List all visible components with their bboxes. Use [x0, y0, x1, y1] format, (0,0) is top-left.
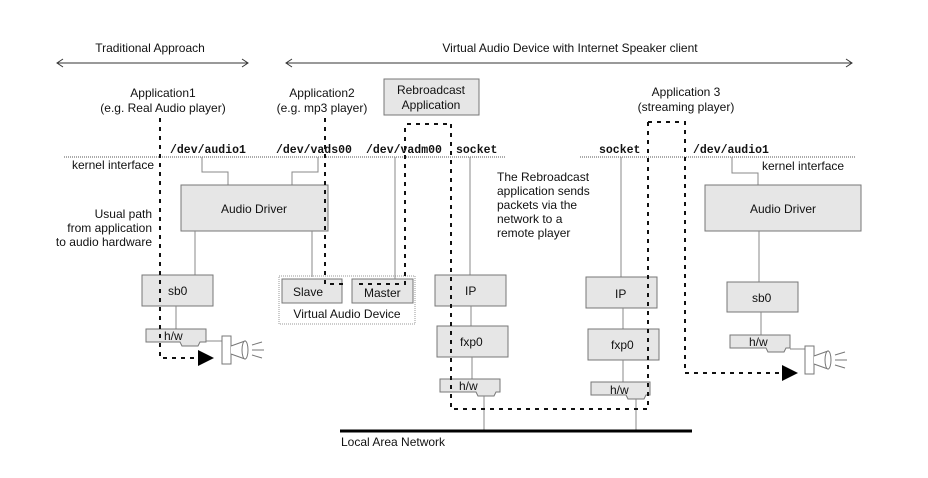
kernel-interface-label-left: kernel interface [72, 158, 154, 172]
usual-path-line3: to audio hardware [56, 235, 152, 249]
arrow-left-icon [56, 58, 64, 68]
application1-subtitle: (e.g. Real Audio player) [100, 101, 225, 115]
rebroadcast-note-line4: network to a [497, 212, 563, 226]
kernel-interface-label-right: kernel interface [762, 159, 844, 173]
path-network-transfer [450, 122, 649, 410]
dev-vadm00-label: /dev/vadm00 [366, 144, 442, 157]
application2-subtitle: (e.g. mp3 player) [277, 101, 368, 115]
sb0-right-label: sb0 [752, 291, 772, 305]
path-app3-to-speaker [648, 121, 798, 381]
fxp0-left-box: fxp0 [436, 325, 509, 358]
slave-label: Slave [293, 285, 323, 299]
hw-mid-left-label: h/w [459, 379, 478, 393]
dev-audio1-right-label: /dev/audio1 [693, 144, 769, 157]
dev-audio1-left-label: /dev/audio1 [170, 144, 246, 157]
wire-audio1-driver-right [731, 157, 759, 185]
speaker-right-icon [804, 345, 847, 375]
fxp0-right-label: fxp0 [611, 338, 634, 352]
master-label: Master [364, 286, 401, 300]
wire-audio1-driver [201, 157, 229, 185]
virtual-audio-device-label: Virtual Audio Device [293, 307, 401, 321]
path-app2-to-slave [324, 118, 346, 285]
hw-right-card: h/w [729, 334, 791, 353]
traditional-approach-label: Traditional Approach [95, 41, 205, 55]
hw-left-card: h/w [145, 328, 207, 347]
arrow-right-icon [241, 58, 249, 68]
application3-subtitle: (streaming player) [638, 100, 735, 114]
hw-left-label: h/w [164, 329, 183, 343]
rebroadcast-title: Rebroadcast [397, 83, 466, 97]
arrow-left-icon [285, 58, 293, 68]
traditional-approach-span: Traditional Approach [56, 41, 249, 68]
sb0-left-label: sb0 [168, 284, 188, 298]
fxp0-left-label: fxp0 [460, 335, 483, 349]
ip-left-box: IP [434, 274, 507, 307]
socket-left-label: socket [456, 144, 497, 157]
socket-right-label: socket [599, 144, 640, 157]
ip-right-label: IP [615, 287, 626, 301]
rebroadcast-note-line5: remote player [497, 226, 570, 240]
local-area-network-label: Local Area Network [341, 435, 446, 449]
path-master-to-rebroadcast [358, 128, 406, 285]
ip-left-label: IP [465, 284, 476, 298]
application1-title: Application1 [130, 86, 196, 100]
audio-driver-left-box: Audio Driver [180, 184, 329, 232]
rebroadcast-application-box: Rebroadcast Application [383, 78, 480, 116]
audio-driver-right-label: Audio Driver [750, 202, 816, 216]
usual-path-line1: Usual path [95, 207, 152, 221]
hw-mid-left-card: h/w [439, 378, 501, 397]
rebroadcast-subtitle: Application [402, 98, 461, 112]
rebroadcast-note-line3: packets via the [497, 198, 577, 212]
wire-vads00-driver [291, 157, 319, 185]
fxp0-right-box: fxp0 [587, 328, 660, 361]
hw-mid-right-label: h/w [610, 383, 629, 397]
speaker-left-icon [221, 335, 264, 365]
usual-path-line2: from application [67, 221, 152, 235]
rebroadcast-note-line1: The Rebroadcast [497, 170, 590, 184]
application2-title: Application2 [289, 86, 355, 100]
sb0-right-box: sb0 [726, 281, 799, 313]
virtual-approach-label: Virtual Audio Device with Internet Speak… [442, 41, 698, 55]
hw-mid-right-card: h/w [590, 381, 651, 400]
audio-driver-right-box: Audio Driver [704, 184, 862, 232]
rebroadcast-note-line2: application sends [497, 184, 590, 198]
virtual-audio-device-group: Slave Master Virtual Audio Device [278, 275, 416, 325]
application3-title: Application 3 [652, 85, 721, 99]
sb0-left-box: sb0 [141, 274, 214, 307]
arrow-right-icon [845, 58, 853, 68]
virtual-approach-span: Virtual Audio Device with Internet Speak… [285, 41, 853, 68]
dev-vads00-label: /dev/vads00 [276, 144, 352, 157]
ip-right-box: IP [585, 276, 658, 309]
audio-driver-left-label: Audio Driver [221, 202, 287, 216]
hw-right-label: h/w [749, 335, 768, 349]
